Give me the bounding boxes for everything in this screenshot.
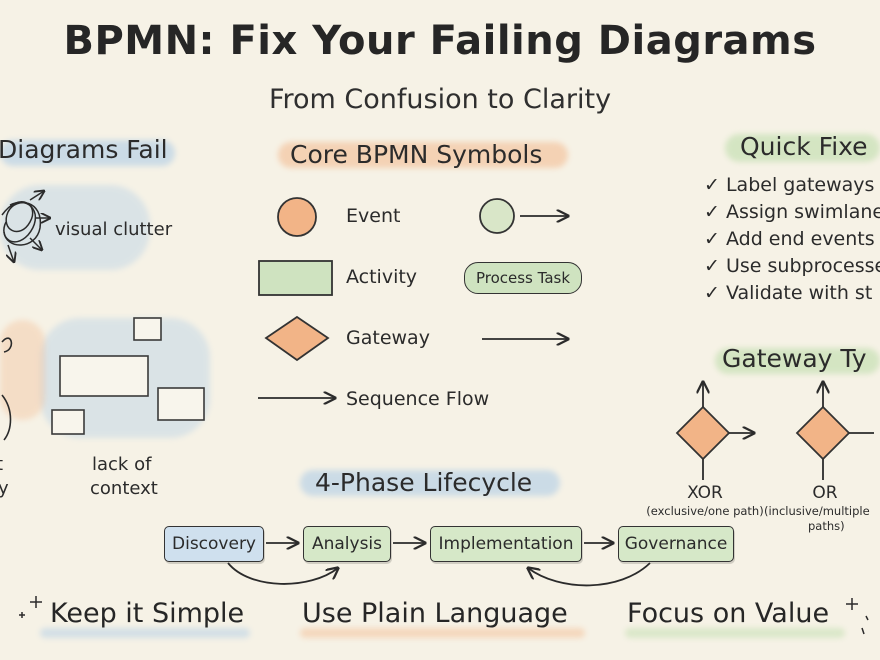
activity-symbol bbox=[258, 260, 333, 296]
quick-fix-label: Validate with st bbox=[725, 282, 873, 304]
process-task-label: Process Task bbox=[475, 269, 571, 287]
quick-fix-label: Label gateways bbox=[725, 174, 875, 196]
event-label: Event bbox=[346, 205, 401, 227]
bottom-wash-3 bbox=[625, 628, 845, 638]
page-title: BPMN: Fix Your Failing Diagrams bbox=[63, 18, 817, 64]
activity-label: Activity bbox=[346, 266, 418, 288]
quick-fix-item: ✓ Label gateways bbox=[704, 174, 880, 201]
quick-fix-label: Add end events bbox=[725, 228, 875, 250]
gateway-symbol bbox=[264, 315, 330, 362]
or-gateway-icon bbox=[795, 382, 874, 480]
quick-fix-item: ✓ Use subprocesse bbox=[704, 255, 880, 282]
xor-gateway-icon bbox=[675, 382, 754, 480]
sparkle-icon bbox=[19, 596, 869, 635]
lifecycle-arrows bbox=[227, 543, 651, 587]
or-name: OR bbox=[812, 483, 838, 503]
left-squiggle bbox=[1, 337, 13, 441]
quick-fixes-list: ✓ Label gateways ✓ Assign swimlane ✓ Add… bbox=[704, 174, 880, 309]
event-example-symbol bbox=[479, 198, 515, 234]
principle-plain-language: Use Plain Language bbox=[302, 598, 568, 629]
gateway-label: Gateway bbox=[346, 327, 430, 349]
check-icon: ✓ bbox=[704, 201, 720, 223]
heading-wash-why-fail bbox=[0, 140, 175, 166]
phase-governance: Governance bbox=[618, 526, 734, 562]
quick-fix-item: ✓ Add end events bbox=[704, 228, 880, 255]
process-task-example: Process Task bbox=[464, 262, 582, 294]
lifecycle-heading: 4-Phase Lifecycle bbox=[315, 468, 533, 497]
phase-discovery: Discovery bbox=[164, 526, 264, 562]
xor-desc: (exclusive/one path) bbox=[646, 504, 764, 518]
check-icon: ✓ bbox=[704, 282, 720, 304]
phase-implementation: Implementation bbox=[430, 526, 582, 562]
or-desc-2: paths) bbox=[808, 519, 845, 533]
heading-wash-quick-fixes bbox=[725, 134, 880, 162]
heading-wash-lifecycle bbox=[300, 470, 560, 496]
check-icon: ✓ bbox=[704, 255, 720, 277]
bottom-wash-2 bbox=[300, 628, 585, 638]
heading-wash-core-symbols bbox=[278, 142, 568, 168]
cut-off-label-1: t bbox=[0, 454, 3, 475]
check-icon: ✓ bbox=[704, 174, 720, 196]
heading-wash-gateway-types bbox=[715, 348, 880, 374]
sequence-flow-label: Sequence Flow bbox=[346, 388, 490, 410]
or-desc-1: (inclusive/multiple bbox=[764, 504, 870, 518]
page-subtitle: From Confusion to Clarity bbox=[268, 84, 612, 115]
principle-focus-value: Focus on Value bbox=[627, 598, 830, 629]
check-icon: ✓ bbox=[704, 228, 720, 250]
quick-fix-item: ✓ Validate with st bbox=[704, 282, 880, 309]
bottom-wash-1 bbox=[40, 628, 250, 638]
quick-fix-label: Assign swimlane bbox=[725, 201, 880, 223]
why-fail-heading: Diagrams Fail bbox=[0, 135, 168, 164]
quick-fixes-heading: Quick Fixe bbox=[740, 132, 868, 161]
principle-keep-simple: Keep it Simple bbox=[50, 598, 245, 629]
lack-of-context-label-1: lack of bbox=[92, 454, 152, 475]
quick-fix-label: Use subprocesse bbox=[725, 255, 880, 277]
scattered-boxes-icon bbox=[51, 317, 205, 435]
quick-fix-item: ✓ Assign swimlane bbox=[704, 201, 880, 228]
gateway-types-heading: Gateway Ty bbox=[722, 344, 867, 373]
tangle-icon bbox=[1, 191, 50, 262]
event-symbol bbox=[277, 197, 317, 237]
cut-off-label-2: y bbox=[0, 478, 9, 499]
core-symbols-heading: Core BPMN Symbols bbox=[290, 140, 543, 169]
phase-analysis: Analysis bbox=[303, 526, 391, 562]
visual-clutter-label: visual clutter bbox=[55, 219, 173, 240]
lack-of-context-label-2: context bbox=[90, 478, 158, 499]
xor-name: XOR bbox=[687, 483, 723, 503]
